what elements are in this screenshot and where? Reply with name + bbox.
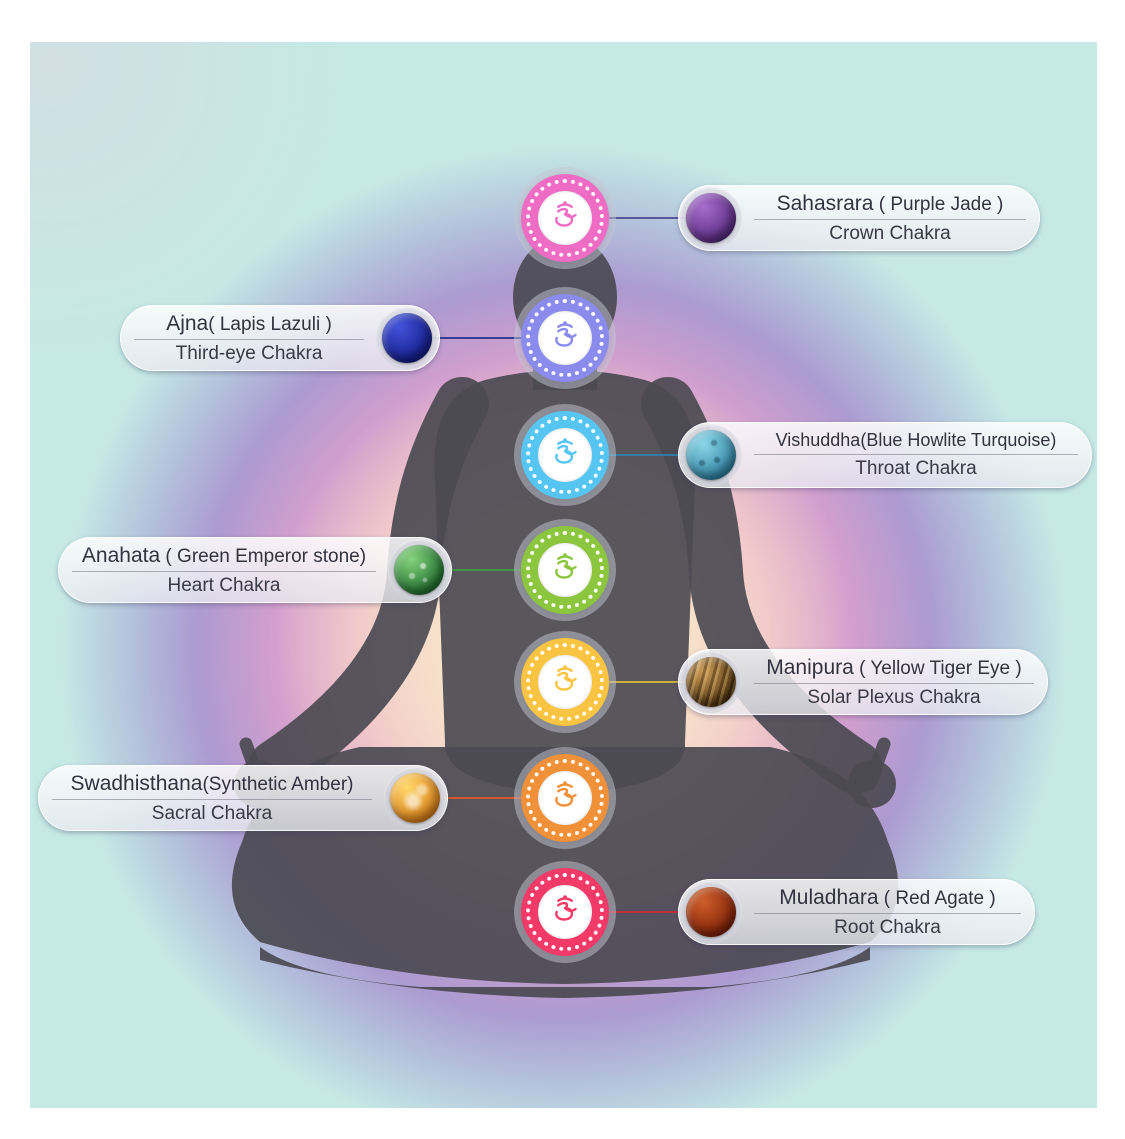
chakra-type: Solar Plexus Chakra	[807, 686, 981, 708]
label-divider	[52, 798, 372, 800]
stone-green-emperor-icon	[394, 545, 444, 595]
label-text: Vishuddha(Blue Howlite Turquoise) Throat…	[742, 430, 1090, 480]
om-icon	[547, 437, 583, 473]
chakra-type: Third-eye Chakra	[175, 342, 323, 364]
petal-ring	[526, 299, 604, 377]
chakra-name: Sahasrara ( Purple Jade )	[777, 192, 1004, 216]
stone-name-text: (Synthetic Amber)	[202, 773, 354, 795]
chakra-symbol-muladhara	[521, 868, 609, 956]
symbol-inner-circle	[538, 311, 592, 365]
connector-line-manipura	[609, 681, 709, 683]
symbol-inner-circle	[538, 428, 592, 482]
symbol-inner-circle	[538, 543, 592, 597]
stone-synthetic-amber-icon	[390, 773, 440, 823]
aura-background: Sahasrara ( Purple Jade ) Crown Chakra A…	[30, 42, 1097, 1108]
symbol-inner-circle	[538, 885, 592, 939]
chakra-symbol-manipura	[521, 638, 609, 726]
stone-name-text: ( Purple Jade )	[873, 193, 1004, 215]
chakra-name: Muladhara ( Red Agate )	[779, 886, 995, 910]
label-divider	[754, 454, 1078, 455]
chakra-name: Anahata ( Green Emperor stone)	[82, 544, 366, 568]
om-icon	[547, 780, 583, 816]
stone-blue-howlite-turquoise-icon	[686, 430, 736, 480]
label-divider	[754, 682, 1034, 684]
chakra-name: Swadhisthana(Synthetic Amber)	[71, 772, 354, 796]
chakra-symbol-ajna	[521, 294, 609, 382]
stone-ring	[680, 881, 742, 943]
connector-line-swadhisthana	[409, 797, 521, 799]
connector-line-muladhara	[609, 911, 709, 913]
label-divider	[72, 570, 376, 572]
chakra-name: Ajna( Lapis Lazuli )	[166, 312, 332, 336]
label-card-vishuddha: Vishuddha(Blue Howlite Turquoise) Throat…	[678, 422, 1092, 488]
chakra-symbol-swadhisthana	[521, 754, 609, 842]
stone-name-text: (Blue Howlite Turquoise)	[860, 430, 1057, 450]
label-text: Muladhara ( Red Agate ) Root Chakra	[742, 886, 1033, 939]
connector-line-ajna	[409, 337, 521, 339]
om-icon	[547, 320, 583, 356]
stone-name-text: ( Yellow Tiger Eye )	[853, 657, 1022, 679]
stone-ring	[376, 307, 438, 369]
om-icon	[547, 894, 583, 930]
stone-lapis-lazuli-icon	[382, 313, 432, 363]
chakra-name-text: Ajna	[166, 311, 209, 335]
label-text: Manipura ( Yellow Tiger Eye ) Solar Plex…	[742, 656, 1046, 709]
label-card-anahata: Anahata ( Green Emperor stone) Heart Cha…	[58, 537, 452, 603]
petal-ring	[526, 759, 604, 837]
petal-ring	[526, 531, 604, 609]
label-card-ajna: Ajna( Lapis Lazuli ) Third-eye Chakra	[120, 305, 440, 371]
label-divider	[754, 912, 1021, 914]
chakra-symbol-vishuddha	[521, 411, 609, 499]
label-card-swadhisthana: Swadhisthana(Synthetic Amber) Sacral Cha…	[38, 765, 448, 831]
stone-name-text: ( Red Agate )	[878, 887, 996, 909]
stone-name-text: ( Lapis Lazuli )	[208, 313, 332, 335]
label-card-manipura: Manipura ( Yellow Tiger Eye ) Solar Plex…	[678, 649, 1048, 715]
stone-name-text: ( Green Emperor stone)	[160, 545, 367, 567]
label-divider	[754, 218, 1026, 220]
symbol-inner-circle	[538, 655, 592, 709]
chakra-name-text: Anahata	[81, 543, 161, 567]
label-text: Ajna( Lapis Lazuli ) Third-eye Chakra	[122, 312, 376, 365]
stone-red-agate-icon	[686, 887, 736, 937]
chakra-type: Throat Chakra	[855, 458, 977, 479]
chakra-type: Sacral Chakra	[151, 802, 273, 824]
stone-ring	[680, 187, 742, 249]
stone-yellow-tiger-eye-icon	[686, 657, 736, 707]
label-card-muladhara: Muladhara ( Red Agate ) Root Chakra	[678, 879, 1035, 945]
om-icon	[547, 200, 583, 236]
stone-ring	[388, 539, 450, 601]
connector-line-vishuddha	[609, 454, 709, 456]
label-text: Anahata ( Green Emperor stone) Heart Cha…	[60, 544, 388, 597]
om-icon	[547, 552, 583, 588]
petal-ring	[526, 416, 604, 494]
connector-line-anahata	[409, 569, 521, 571]
chakra-name-text: Muladhara	[779, 885, 879, 909]
chakra-name: Vishuddha(Blue Howlite Turquoise)	[776, 430, 1057, 451]
chakra-type: Heart Chakra	[167, 574, 281, 596]
chakra-name-text: Vishuddha	[775, 430, 861, 450]
petal-ring	[526, 179, 604, 257]
chakra-name: Manipura ( Yellow Tiger Eye )	[766, 656, 1021, 680]
label-divider	[134, 338, 364, 340]
stone-ring	[680, 424, 742, 486]
chakra-symbol-sahasrara	[521, 174, 609, 262]
om-icon	[547, 664, 583, 700]
petal-ring	[526, 643, 604, 721]
symbol-inner-circle	[538, 771, 592, 825]
chakra-symbol-anahata	[521, 526, 609, 614]
stone-ring	[384, 767, 446, 829]
chakra-name-text: Sahasrara	[776, 191, 874, 215]
chakra-type: Root Chakra	[834, 916, 941, 938]
chakra-name-text: Swadhisthana	[70, 771, 203, 795]
label-card-sahasrara: Sahasrara ( Purple Jade ) Crown Chakra	[678, 185, 1040, 251]
symbol-inner-circle	[538, 191, 592, 245]
chakra-type: Crown Chakra	[829, 222, 951, 244]
stone-ring	[680, 651, 742, 713]
stone-purple-jade-icon	[686, 193, 736, 243]
label-text: Swadhisthana(Synthetic Amber) Sacral Cha…	[40, 772, 384, 825]
chakra-name-text: Manipura	[766, 655, 854, 679]
label-text: Sahasrara ( Purple Jade ) Crown Chakra	[742, 192, 1038, 245]
petal-ring	[526, 873, 604, 951]
connector-line-sahasrara	[609, 217, 709, 219]
